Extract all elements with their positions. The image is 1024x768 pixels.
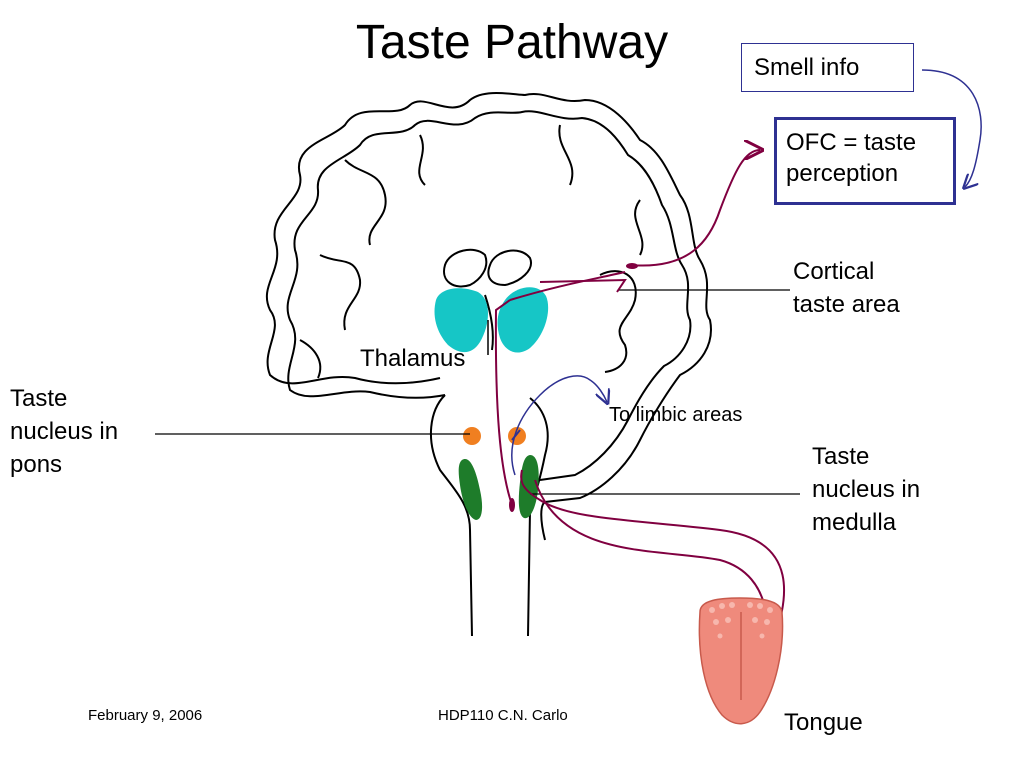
- pons-nucleus-right: [508, 427, 526, 445]
- medulla-nucleus-right: [518, 455, 539, 519]
- ofc-box: OFC = taste perception: [774, 117, 956, 205]
- footer-date: February 9, 2006: [88, 707, 203, 724]
- brain-outline: [265, 92, 712, 637]
- tongue-illustration: [698, 597, 784, 725]
- to-limbic-areas-label: To limbic areas: [609, 404, 743, 426]
- footer-course: HDP110 C.N. Carlo: [438, 707, 568, 724]
- smell-arrow: [921, 69, 982, 187]
- pons-nucleus-left: [463, 427, 481, 445]
- limbic-arrow-branch: [511, 429, 521, 441]
- taste-nucleus-pons-label: Taste nucleus in pons: [10, 385, 119, 478]
- thalamus: [434, 287, 549, 353]
- tongue-label: Tongue: [784, 709, 863, 736]
- ofc-label-line1: OFC = taste: [786, 129, 917, 156]
- thalamus-label: Thalamus: [360, 345, 466, 372]
- medulla-nucleus-left: [458, 459, 483, 520]
- smell-info-box: Smell info: [741, 43, 914, 92]
- page-title: Taste Pathway: [355, 16, 669, 69]
- leader-lines: [155, 289, 800, 495]
- smell-info-label: Smell info: [754, 54, 860, 81]
- taste-nucleus-medulla-label: Taste nucleus in medulla: [812, 443, 921, 536]
- cortical-taste-area-label: Cortical taste area: [793, 258, 900, 318]
- ofc-label-line2: perception: [786, 160, 899, 187]
